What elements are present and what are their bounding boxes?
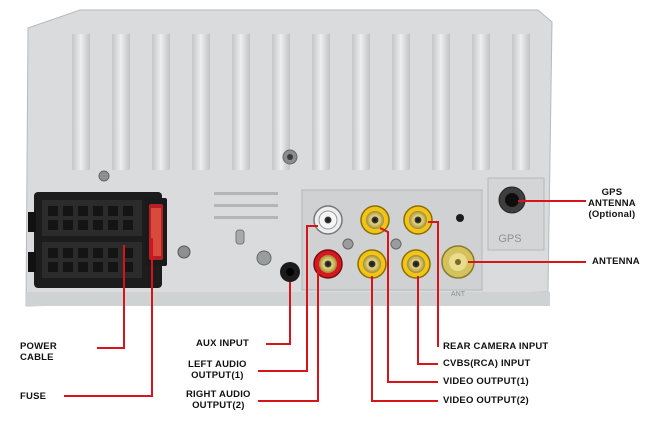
leader-video-out-1 <box>379 227 438 383</box>
leader-left-audio <box>258 225 318 372</box>
gps-port-text: GPS <box>498 233 521 245</box>
ant-port-text: ANT <box>451 291 466 298</box>
rca-jack-yellow-video-2 <box>357 249 387 279</box>
label-aux-input: AUX INPUT <box>196 338 249 349</box>
leader-aux-input <box>266 282 291 345</box>
label-power-cable: POWER CABLE <box>20 341 57 363</box>
label-right-audio: RIGHT AUDIO OUTPUT(2) <box>186 389 251 411</box>
label-video-out-2: VIDEO OUTPUT(2) <box>443 395 529 406</box>
rca-jack-yellow-rear-camera <box>360 205 390 235</box>
leader-rear-camera <box>428 221 439 347</box>
rca-jack-yellow-cvbs <box>403 205 433 235</box>
leader-cvbs <box>417 276 438 365</box>
label-rear-camera: REAR CAMERA INPUT <box>443 341 549 352</box>
fuse <box>145 198 167 266</box>
label-cvbs: CVBS(RCA) INPUT <box>443 358 531 369</box>
aux-jack <box>280 262 300 282</box>
mount-slot <box>235 229 245 245</box>
iso-power-connector <box>28 192 162 288</box>
label-fuse: FUSE <box>20 391 47 402</box>
rca-jack-white-top <box>313 205 343 235</box>
label-antenna: ANTENNA <box>592 256 640 267</box>
rca-jack-red <box>313 249 343 279</box>
mount-screw-left <box>98 170 110 182</box>
heatsink-fins <box>72 34 530 170</box>
leader-fuse <box>64 238 153 397</box>
rca-jack-yellow-video-1 <box>401 249 431 279</box>
vent-slots <box>214 192 278 219</box>
label-left-audio: LEFT AUDIO OUTPUT(1) <box>188 359 247 381</box>
label-gps-antenna: GPS ANTENNA (Optional) <box>588 187 636 220</box>
leader-right-audio <box>258 270 319 402</box>
leader-power-cable <box>97 245 125 349</box>
leader-video-out-2 <box>371 276 438 402</box>
antenna-port <box>441 245 475 279</box>
chassis-front-lip <box>26 292 550 306</box>
label-video-out-1: VIDEO OUTPUT(1) <box>443 376 529 387</box>
mount-screw-bottom <box>256 250 272 266</box>
